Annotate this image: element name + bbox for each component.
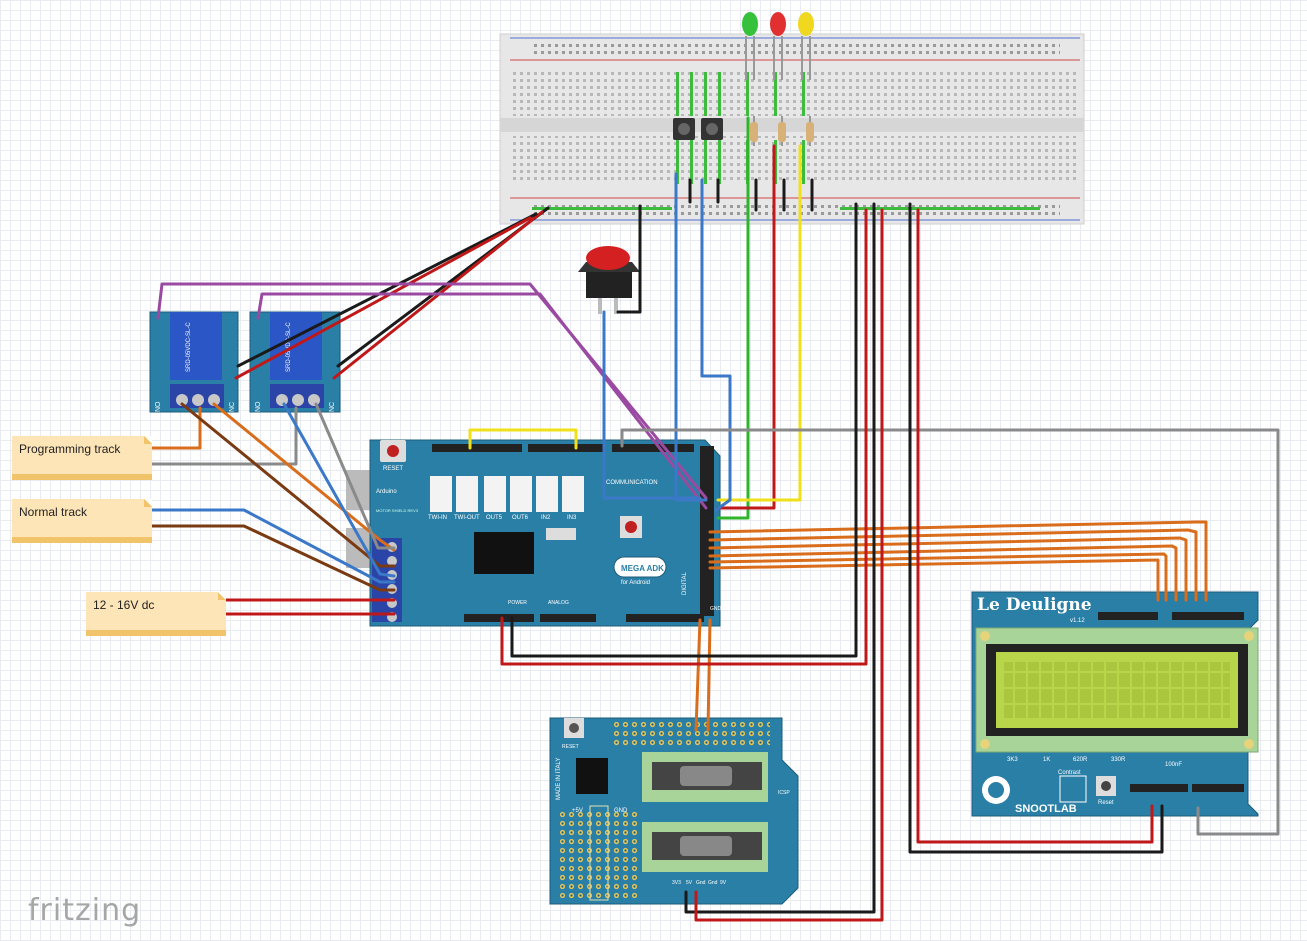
relay-model-2: SRD-05VDC-SL-C xyxy=(286,322,292,372)
contrast-label: Contrast xyxy=(1058,770,1081,776)
connector-twi-in xyxy=(430,476,452,512)
note-power-supply: 12 - 16V dc xyxy=(86,592,226,636)
proto-pin-5v: 5V xyxy=(686,880,693,886)
lcd-version: v1.12 xyxy=(1070,618,1085,624)
icsp-label: ICSP xyxy=(778,790,790,796)
connector-in3 xyxy=(562,476,584,512)
board-sub: for Android xyxy=(621,580,650,586)
gnd-label: GND xyxy=(710,606,722,612)
connector-twi-out xyxy=(456,476,478,512)
proto-chip xyxy=(576,758,608,794)
led-red xyxy=(770,12,786,80)
dpad-icon xyxy=(982,776,1010,804)
connector-out6 xyxy=(510,476,532,512)
chip xyxy=(474,532,534,574)
made-in-label: MADE IN ITALY xyxy=(556,758,562,800)
proto-pin-gnd1: Gnd xyxy=(696,880,706,886)
lcd-brand: Le Deuligne xyxy=(977,595,1092,615)
note-programming-track: Programming track xyxy=(12,436,152,480)
db9-connector-bottom xyxy=(642,822,768,872)
tactile-button xyxy=(701,118,723,140)
connector-in2 xyxy=(536,476,558,512)
lcd-comp-330r: 330R xyxy=(1111,757,1126,763)
digital-label: DIGITAL xyxy=(682,571,688,595)
comm-label: COMMUNICATION xyxy=(606,480,658,486)
arduino-mega-adk: RESET Arduino MOTOR SHIELD REV3 TWI-IN T… xyxy=(346,439,722,627)
lcd-reset-label: Reset xyxy=(1098,800,1114,806)
lcd-shield: Le Deuligne v1.12 3K3 1K 620R 330R 100nF… xyxy=(971,591,1259,817)
push-button-large xyxy=(578,246,640,314)
tactile-button xyxy=(673,118,695,140)
relay-module-1: SRD-05VDC-SL-C NO NC xyxy=(149,311,239,413)
resistor xyxy=(750,116,758,146)
led-green xyxy=(742,12,758,80)
label-out6: OUT6 xyxy=(512,515,529,521)
analog-label: ANALOG xyxy=(548,600,569,606)
label-in3: IN3 xyxy=(567,515,577,521)
wires xyxy=(150,116,1280,922)
resistor xyxy=(778,116,786,146)
proto-reset-label: RESET xyxy=(562,744,579,750)
motor-shield-label: MOTOR SHIELD REV3 xyxy=(376,508,419,513)
arduino-logo: Arduino xyxy=(376,489,397,495)
label-in2: IN2 xyxy=(541,515,551,521)
note-normal-track: Normal track xyxy=(12,499,152,543)
gnd-label-proto: GND xyxy=(614,808,628,814)
label-out5: OUT5 xyxy=(486,515,503,521)
proto-shield: RESET MADE IN ITALY +5V GND 3V3 5V Gnd G… xyxy=(549,717,799,905)
label-twi-in: TWI-IN xyxy=(428,515,447,521)
lcd-comp-1k: 1K xyxy=(1043,757,1050,763)
lcd-comp-100nf: 100nF xyxy=(1165,762,1182,768)
power-label: POWER xyxy=(508,600,527,606)
connector-out5 xyxy=(484,476,506,512)
board-name: MEGA ADK xyxy=(621,564,664,573)
relay1-no-label: NO xyxy=(155,401,162,412)
plus5v-label: +5V xyxy=(572,808,583,814)
relay2-no-label: NO xyxy=(255,401,262,412)
label-twi-out: TWI-OUT xyxy=(454,515,480,521)
breadboard xyxy=(499,33,1085,225)
led-yellow xyxy=(798,12,814,80)
proto-pin-9v: 9V xyxy=(720,880,727,886)
relay1-nc-label: NC xyxy=(229,402,236,412)
proto-pin-3v3: 3V3 xyxy=(672,880,681,886)
lcd-comp-3k3: 3K3 xyxy=(1007,757,1018,763)
app-brand-logo: fritzing xyxy=(28,893,142,928)
relay2-nc-label: NC xyxy=(329,402,336,412)
db9-connector-top xyxy=(642,752,768,802)
resistor xyxy=(806,116,814,146)
proto-pin-gnd2: Gnd xyxy=(708,880,718,886)
relay-model-1: SRD-05VDC-SL-C xyxy=(186,322,192,372)
lcd-maker: SNOOTLAB xyxy=(1015,803,1077,815)
reset-label: RESET xyxy=(383,466,403,472)
lcd-comp-620r: 620R xyxy=(1073,757,1088,763)
